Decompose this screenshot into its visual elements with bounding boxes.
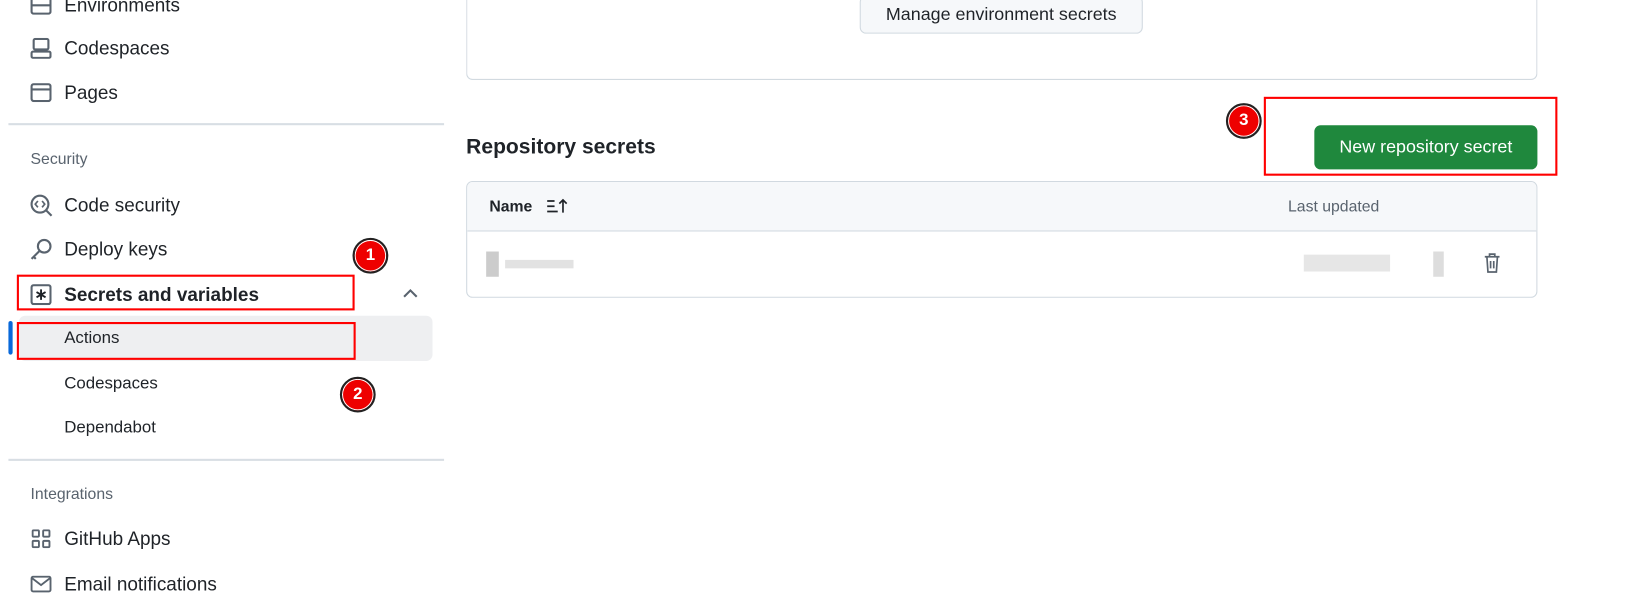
environment-secrets-box [466, 0, 1538, 80]
annotation-badge-3: 3 [1225, 103, 1262, 139]
codescan-icon [29, 194, 53, 217]
chevron-up-icon[interactable] [402, 286, 419, 305]
section-title: Repository secrets [466, 135, 656, 159]
codespaces-icon [29, 37, 52, 60]
annotation-badge-2: 2 [339, 376, 376, 413]
sidebar-item-label: Code security [64, 194, 181, 216]
sidebar-item-label: Pages [64, 81, 118, 103]
sidebar-item-environments[interactable]: Environments [29, 0, 180, 21]
sidebar-item-code-security[interactable]: Code security [29, 189, 180, 221]
asterisk-icon [29, 283, 52, 306]
annotation-box-1 [16, 274, 355, 311]
sidebar-item-pages[interactable]: Pages [29, 77, 118, 109]
apps-icon [29, 527, 52, 550]
column-last-updated: Last updated [1288, 197, 1380, 216]
sidebar-divider [8, 458, 445, 461]
manage-environment-secrets-button[interactable]: Manage environment secrets [859, 0, 1143, 34]
browser-icon [29, 81, 52, 104]
sidebar-item-deploy-keys[interactable]: Deploy keys [29, 234, 167, 266]
annotation-badge-1: 1 [352, 237, 389, 274]
sidebar-item-email-notifications[interactable]: Email notifications [29, 568, 217, 600]
new-repository-secret-button[interactable]: New repository secret [1314, 125, 1538, 170]
edit-icon[interactable] [1433, 251, 1444, 277]
sidebar-item-secrets-and-variables[interactable]: Secrets and variables [29, 279, 259, 311]
sidebar-item-codespaces[interactable]: Codespaces [29, 33, 170, 65]
annotation-box-2 [16, 322, 356, 360]
trash-icon[interactable] [1484, 253, 1501, 279]
redacted-name [505, 259, 574, 269]
sidebar-item-github-apps[interactable]: GitHub Apps [29, 523, 171, 555]
sort-ascending-icon[interactable] [546, 198, 569, 220]
table-header [467, 182, 1537, 232]
server-icon [29, 0, 52, 17]
redacted-date [1303, 254, 1391, 272]
annotation-box-3 [1263, 96, 1558, 176]
table-row [467, 232, 1536, 297]
integrations-heading: Integrations [30, 485, 114, 503]
column-name[interactable]: Name [489, 197, 533, 216]
sidebar-item-label: Codespaces [64, 37, 170, 59]
sidebar-item-label: Environments [64, 0, 181, 16]
sidebar-sub-actions[interactable]: Actions [64, 329, 120, 348]
redacted-name [486, 251, 499, 277]
security-heading: Security [30, 150, 88, 169]
mail-icon [29, 572, 52, 595]
secrets-table: Name Last updated [466, 180, 1538, 298]
sidebar-sub-dependabot[interactable]: Dependabot [64, 418, 156, 437]
sidebar-item-label: GitHub Apps [64, 527, 171, 549]
sidebar-sub-codespaces[interactable]: Codespaces [64, 374, 158, 393]
sidebar-item-label: Email notifications [64, 572, 217, 595]
sidebar-item-label: Secrets and variables [64, 283, 259, 305]
sidebar-item-label: Deploy keys [64, 238, 168, 260]
sidebar-divider [8, 123, 445, 126]
key-icon [29, 238, 52, 261]
selected-indicator [8, 320, 13, 355]
